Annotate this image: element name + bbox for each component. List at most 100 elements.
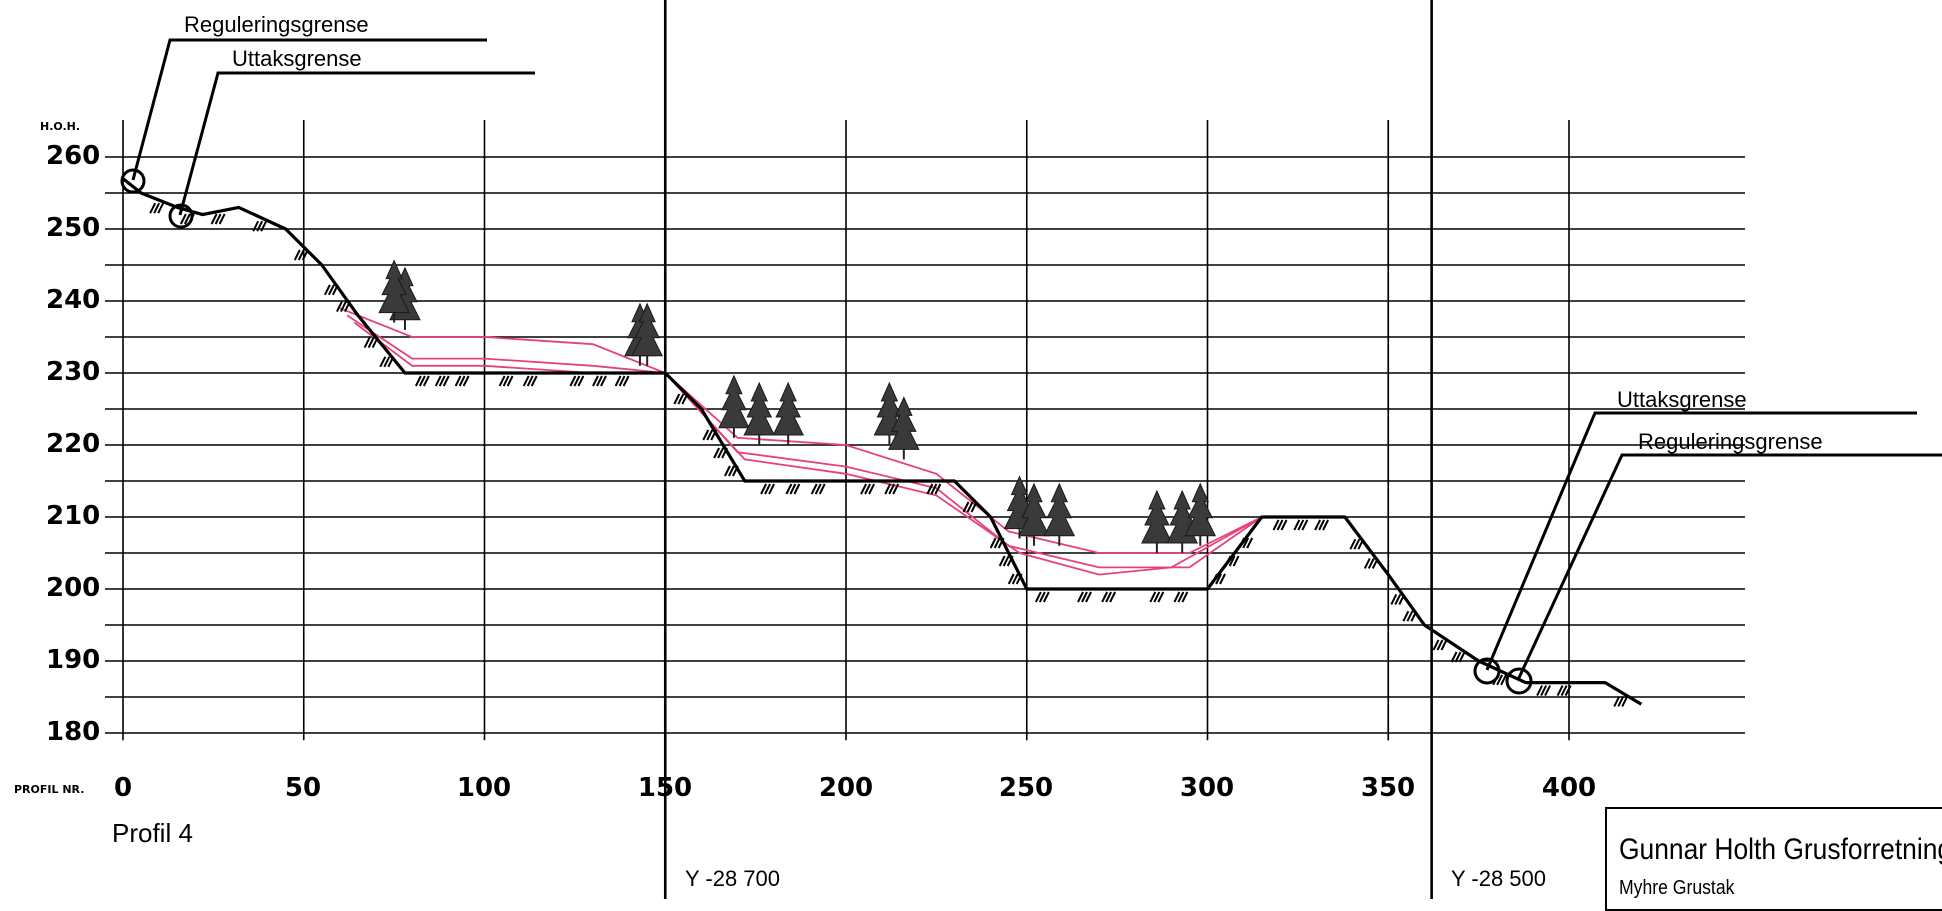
tree-icon: [743, 381, 776, 445]
tree-crown: [1184, 482, 1217, 537]
hatch-mark: [892, 483, 900, 495]
hatch-mark: [713, 447, 720, 459]
tree-icon: [1018, 482, 1050, 546]
hatch-mark: [864, 483, 871, 495]
tree-crown: [1141, 489, 1173, 544]
hatch-mark: [934, 483, 942, 495]
hatch-mark: [179, 213, 187, 225]
tree-crown: [378, 259, 410, 314]
x-tick-label: 150: [637, 773, 693, 803]
hatch-mark: [1363, 557, 1371, 569]
hatch-mark: [1109, 591, 1116, 603]
hatch-mark: [1436, 639, 1444, 651]
hatch-mark: [1246, 537, 1254, 549]
terrain-hatching: [149, 202, 1629, 707]
excavation-line: [346, 314, 1263, 569]
hatch-mark: [926, 483, 934, 495]
hatch-mark: [1011, 573, 1019, 585]
hatch-mark: [888, 483, 896, 495]
hatch-mark: [1272, 519, 1280, 531]
profile-name: Profil 4: [112, 818, 193, 848]
uttaksgrense-label-left: Uttaksgrense: [232, 46, 362, 71]
hatch-mark: [814, 483, 822, 495]
hatch-mark: [214, 213, 222, 225]
tree-crown: [1043, 482, 1076, 537]
x-tick-label: 0: [113, 773, 133, 803]
hatch-mark: [717, 447, 724, 459]
uttaksgrense-leader-right: [1485, 411, 1917, 671]
hatch-mark: [1232, 555, 1240, 567]
hatch-mark: [600, 375, 607, 387]
hatch-mark: [1034, 591, 1042, 603]
hatch-mark: [1002, 555, 1010, 567]
hatch-mark: [706, 429, 714, 441]
hatch-mark: [1398, 593, 1406, 605]
hatch-mark: [371, 337, 379, 349]
terrain-line: [122, 177, 1643, 706]
hatch-mark: [860, 483, 867, 495]
hatch-mark: [414, 375, 422, 387]
hatch-mark: [1157, 591, 1165, 603]
grid: [105, 120, 1745, 741]
title-block: Gunnar Holth Grusforretning Myhre Grusta…: [1605, 807, 1942, 911]
hatch-mark: [218, 213, 226, 225]
y-axis-label: H.O.H.: [40, 120, 81, 133]
hatch-mark: [1242, 537, 1250, 549]
hatch-mark: [530, 375, 538, 387]
hatch-mark: [1173, 591, 1181, 603]
tree-icon: [378, 259, 410, 323]
hatch-mark: [1007, 573, 1015, 585]
hatch-mark: [331, 284, 339, 296]
section-lines: [663, 0, 1433, 899]
tree-icon: [888, 396, 920, 460]
tree-crown: [772, 381, 804, 436]
tree-icon: [1184, 482, 1217, 546]
hatch-mark: [1238, 537, 1246, 549]
tree-icon: [1141, 489, 1173, 553]
coordinate-label-2: Y -28 500: [1451, 866, 1547, 891]
hatch-mark: [1301, 519, 1309, 531]
tree-crown: [1018, 482, 1050, 537]
hatch-mark: [884, 483, 892, 495]
tree-icon: [718, 374, 750, 438]
hatch-mark: [1402, 610, 1410, 622]
hatch-mark: [363, 337, 371, 349]
hatch-mark: [522, 375, 530, 387]
hatch-mark: [379, 356, 387, 368]
tree-crown: [718, 374, 750, 429]
tree-crown: [888, 396, 920, 450]
hatch-mark: [1181, 591, 1189, 603]
hatch-mark: [1101, 591, 1108, 603]
uttaksgrense-label-right: Uttaksgrense: [1617, 387, 1747, 412]
hatch-mark: [293, 249, 301, 261]
reguleringsgrense-leader-right: [1516, 453, 1942, 681]
y-tick-label: 220: [46, 429, 101, 459]
hatch-mark: [1613, 695, 1621, 707]
hatch-mark: [1228, 555, 1236, 567]
hatch-mark: [1353, 538, 1361, 550]
hatch-mark: [768, 483, 775, 495]
hatch-mark: [1077, 591, 1084, 603]
hatch-mark: [970, 501, 978, 513]
y-tick-label: 240: [46, 285, 101, 315]
hatch-mark: [930, 483, 938, 495]
hatch-mark: [1454, 651, 1462, 663]
hatch-mark: [1105, 591, 1112, 603]
hatch-mark: [383, 356, 391, 368]
hatch-mark: [1280, 519, 1288, 531]
x-tick-label: 300: [1179, 773, 1235, 803]
hatch-mark: [1560, 685, 1568, 697]
hatch-mark: [622, 375, 630, 387]
x-tick-label: 100: [456, 773, 512, 803]
hatch-mark: [681, 393, 689, 405]
hatch-mark: [1224, 555, 1232, 567]
hatch-mark: [260, 220, 268, 232]
hatch-mark: [301, 249, 309, 261]
hatch-mark: [367, 337, 375, 349]
hatch-mark: [573, 375, 581, 387]
tree-icon: [631, 302, 663, 366]
uttaksgrense-leader-left: [178, 71, 535, 216]
hatch-mark: [793, 483, 801, 495]
hatch-mark: [760, 483, 767, 495]
